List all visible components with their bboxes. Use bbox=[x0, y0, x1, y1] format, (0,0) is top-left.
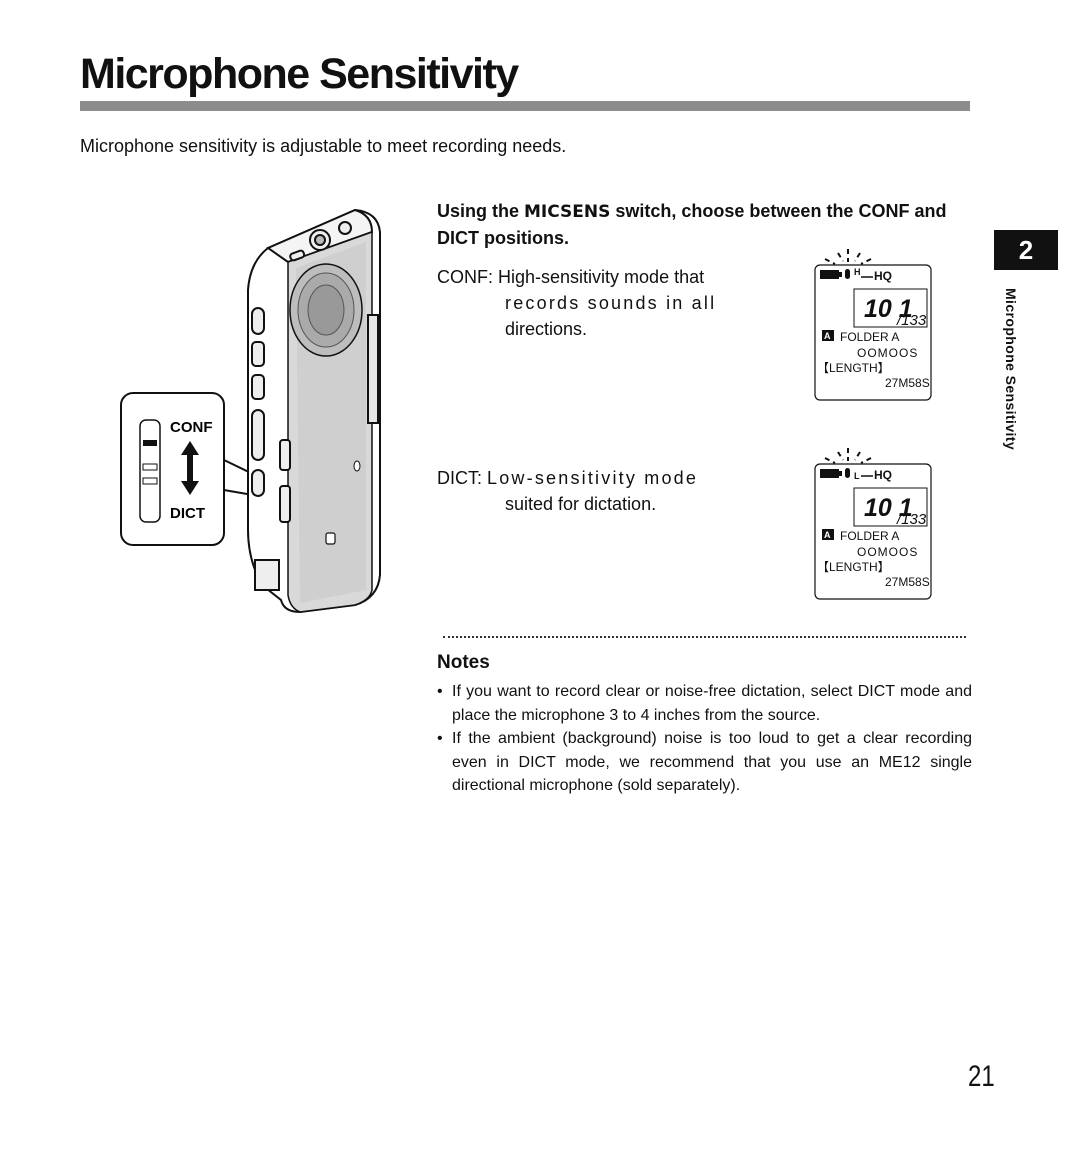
conf-label: CONF: bbox=[437, 267, 493, 287]
quality-indicator: HQ bbox=[874, 468, 892, 482]
file-total: /133 bbox=[896, 511, 927, 528]
length-label: 【LENGTH】 bbox=[817, 361, 890, 375]
elapsed-time: OOMOOS bbox=[857, 545, 918, 559]
switch-callout: CONF DICT bbox=[120, 392, 283, 546]
length-value: 27M58S bbox=[885, 575, 930, 589]
quality-indicator: HQ bbox=[874, 269, 892, 283]
dict-line2: suited for dictation. bbox=[505, 494, 657, 514]
instruction-after: switch, choose between the CONF and DICT… bbox=[437, 201, 947, 248]
note-item: If the ambient (background) noise is too… bbox=[437, 727, 972, 798]
instruction-heading: Using the MICSENS switch, choose between… bbox=[437, 198, 977, 251]
dict-mode-description: DICT: Low-sensitivity mode suited for di… bbox=[437, 465, 757, 517]
folder-a-icon bbox=[822, 529, 834, 540]
elapsed-time: OOMOOS bbox=[857, 346, 918, 360]
page-number: 21 bbox=[968, 1060, 995, 1093]
conf-line1: High-sensitivity mode that bbox=[498, 267, 705, 287]
notes-heading: Notes bbox=[437, 652, 490, 673]
page-title: Microphone Sensitivity bbox=[80, 50, 519, 98]
conf-mode-description: CONF: High-sensitivity mode that records… bbox=[437, 264, 757, 342]
folder-label: FOLDER A bbox=[840, 529, 899, 543]
length-label: 【LENGTH】 bbox=[817, 560, 890, 574]
svg-text:A: A bbox=[824, 530, 831, 540]
note-item: If you want to record clear or noise-fre… bbox=[437, 680, 972, 727]
lcd-display-dict: L HQ 10 1 /133 A FOLDER A OOMOOS 【LENGTH… bbox=[814, 448, 932, 600]
mic-level-indicator: H bbox=[854, 267, 861, 277]
lcd-display-conf: H HQ 10 1 /133 A FOLDER A OOMOOS 【LENGTH… bbox=[814, 249, 932, 401]
dict-line1: Low-sensitivity mode bbox=[487, 468, 699, 488]
file-number: 10 1 bbox=[864, 494, 913, 522]
battery-icon bbox=[820, 469, 839, 478]
folder-a-icon bbox=[822, 330, 834, 341]
folder-label: FOLDER A bbox=[840, 330, 899, 344]
dotted-divider bbox=[443, 624, 966, 638]
micsens-switch-name: MICSENS bbox=[524, 202, 611, 222]
notes-list: If you want to record clear or noise-fre… bbox=[437, 680, 972, 798]
length-value: 27M58S bbox=[885, 376, 930, 390]
section-side-label: Microphone Sensitivity bbox=[1003, 288, 1019, 451]
recorder-illustration: CONF DICT bbox=[120, 208, 381, 614]
mic-level-indicator: L bbox=[854, 471, 860, 481]
svg-text:A: A bbox=[824, 331, 831, 341]
callout-dict-label: DICT bbox=[170, 505, 205, 522]
title-underline bbox=[80, 101, 970, 111]
microphone-icon bbox=[845, 468, 850, 478]
callout-conf-label: CONF bbox=[170, 419, 213, 436]
conf-line3: directions. bbox=[505, 319, 588, 339]
microphone-icon bbox=[845, 269, 850, 279]
dict-label: DICT: bbox=[437, 468, 482, 488]
intro-text: Microphone sensitivity is adjustable to … bbox=[80, 136, 567, 156]
conf-line2: records sounds in all bbox=[505, 293, 717, 313]
chapter-badge: 2 bbox=[994, 230, 1058, 270]
battery-icon bbox=[820, 270, 839, 279]
recorder-body bbox=[247, 208, 381, 614]
file-number: 10 1 bbox=[864, 295, 913, 323]
file-total: /133 bbox=[896, 312, 927, 329]
instruction-before: Using the bbox=[437, 201, 525, 221]
